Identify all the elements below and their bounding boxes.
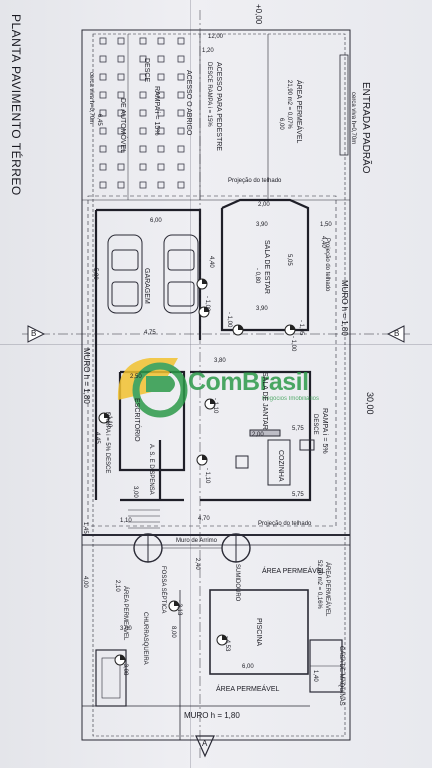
roof-projection-bottom: Projeção do telhado <box>258 521 312 527</box>
permeable-right-value: 52,00 m2 = 0,16% <box>316 560 322 609</box>
service-area-label: A. S. E DISPENSA <box>148 444 154 495</box>
level-4: - 1,10 <box>106 412 112 428</box>
section-b-left: B <box>31 329 37 338</box>
dim-6-garage: 6,00 <box>150 218 162 224</box>
car-ramp-down: DESCE <box>143 58 150 83</box>
living-level: - 0,80 <box>254 268 260 284</box>
watermark-emblem <box>117 358 188 418</box>
pedestrian-access-label: ACESSO PARA PEDESTRE <box>215 62 222 151</box>
auto-ramp-label: DE AUTOMÓVEL <box>119 98 126 154</box>
dim-3-00: 3,00 <box>132 486 138 498</box>
pool-label: PISCINA <box>255 618 262 647</box>
level-5: - 1,10 <box>204 468 210 484</box>
level-7: - 4,53 <box>224 636 230 652</box>
dim-3-80: 3,80 <box>214 358 226 364</box>
dim-5-05: 5,05 <box>286 254 292 266</box>
wall-left-label: MURO h = 1,80 <box>82 348 91 404</box>
dim-6-00-pool: 6,00 <box>242 664 254 670</box>
ramp-5-down: DESCE <box>312 414 318 435</box>
sink-drain-label: SUMIDOURO <box>234 564 240 602</box>
live-fence-left-label: cerca viva h=0,70m <box>88 72 94 125</box>
dim-6-45: 6,45 <box>96 114 102 126</box>
kitchen-label: COZINHA <box>277 450 284 482</box>
permeable-bottom-label: ÁREA PERMEÁVEL <box>216 686 280 693</box>
combrasil-watermark: ComBrasil Negócios Imobiliários <box>112 356 328 430</box>
permeable-mid-label: ÁREA PERMEÁVEL <box>262 568 326 575</box>
level-6: - 3,13 <box>176 600 182 616</box>
machine-house-label: CASA DE MÁQUINAS <box>338 646 344 706</box>
permeable-right-label: ÁREA PERMEÁVEL <box>324 562 330 617</box>
plan-title: PLANTA PAVIMENTO TÉRREO <box>9 14 23 196</box>
pedestrian-ramp-label: DESCE RAMPA i = 15% <box>206 62 212 127</box>
pool-outline <box>209 589 309 675</box>
dim-1-50: 1,50 <box>320 222 332 228</box>
level-zero: +0,00 <box>254 4 263 25</box>
garage-label: GARAGEM <box>143 268 150 304</box>
permeable-top-value: 21,90 m2 = 0,07% <box>286 80 292 129</box>
dim-1-45: 1,45 <box>82 522 88 534</box>
dim-30: 30,00 <box>365 392 375 415</box>
roof-projection-line <box>87 195 337 527</box>
wall-right-label: MURO h = 1,80 <box>340 280 349 336</box>
level-9: - 1,05 <box>298 320 304 336</box>
dim-2-10: 2,10 <box>114 580 120 592</box>
dim-1-10: 1,10 <box>120 518 132 524</box>
level-1: - 1,00 <box>204 296 210 312</box>
live-fence-label: cerca viva h=0,70m <box>350 92 356 145</box>
fold-line-vertical <box>190 0 191 768</box>
permeable-left-label: ÁREA PERMEÁVEL <box>122 586 128 641</box>
watermark-name: ComBrasil <box>188 368 309 396</box>
dim-6-top: 6,00 <box>278 118 284 130</box>
level-8: - 3,08 <box>122 660 128 676</box>
dim-4-40b: 4,40 <box>320 236 326 248</box>
fold-line-horizontal <box>0 344 432 345</box>
dim-2-00b: 2,00 <box>252 432 264 438</box>
dim-1-20: 1,20 <box>202 48 214 54</box>
dining-room-label: SALA DE JANTAR <box>261 372 268 430</box>
level-2: - 1,00 <box>226 312 232 328</box>
dim-8-00: 8,00 <box>170 626 176 638</box>
dim-1-40: 1,40 <box>312 670 318 682</box>
section-b-right: B <box>394 329 400 338</box>
level-10: - 1,00 <box>290 336 296 352</box>
ramp-5-label: RAMPA i = 5% <box>321 408 328 454</box>
dim-4-00: 4,00 <box>82 576 88 588</box>
living-room-label: SALA DE ESTAR <box>263 240 270 294</box>
dim-3-00b: 3,00 <box>120 626 132 632</box>
dim-5-75b: 5,75 <box>292 492 304 498</box>
dim-4-70: 4,70 <box>198 516 210 522</box>
fence-line <box>92 33 346 737</box>
dim-4-40: 4,40 <box>208 256 214 268</box>
watermark-tagline: Negócios Imobiliários <box>262 396 320 402</box>
office-label: ESCRITÓRIO <box>133 398 140 442</box>
dim-4-45: 4,45 <box>94 432 100 444</box>
roof-projection-top: Projeção do telhado <box>228 178 282 184</box>
dim-4-75: 4,75 <box>144 330 156 336</box>
wall-bottom-label: MURO h = 1,80 <box>184 711 240 720</box>
lot-boundary <box>81 29 351 741</box>
dim-3-90: 3,90 <box>256 222 268 228</box>
dim-3-90b: 3,90 <box>256 306 268 312</box>
level-3: - 1,10 <box>212 398 218 414</box>
retaining-wall-label: Muro de Arrimo <box>176 538 218 544</box>
section-a-mark: A <box>202 739 208 748</box>
dim-12: 12,00 <box>208 34 224 40</box>
dim-2-00: 2,00 <box>258 202 270 208</box>
barbecue-label: CHURRASQUEIRA <box>142 612 148 665</box>
car-ramp-label: RAMPA i = 15% <box>153 86 160 136</box>
dim-2-40: 2,40 <box>194 558 200 570</box>
permeable-top-label: ÁREA PERMEÁVEL <box>295 80 302 144</box>
dim-5-80: 5,80 <box>92 268 98 280</box>
dim-5-75: 5,75 <box>292 426 304 432</box>
entry-label: ENTRADA PADRÃO <box>360 82 371 174</box>
septic-tank-label: FOSSA SÉPTICA <box>160 566 166 614</box>
shelter-access-label: ACESSO O ABRIGO <box>185 70 192 136</box>
dim-2-50: 2,50 <box>130 374 142 380</box>
